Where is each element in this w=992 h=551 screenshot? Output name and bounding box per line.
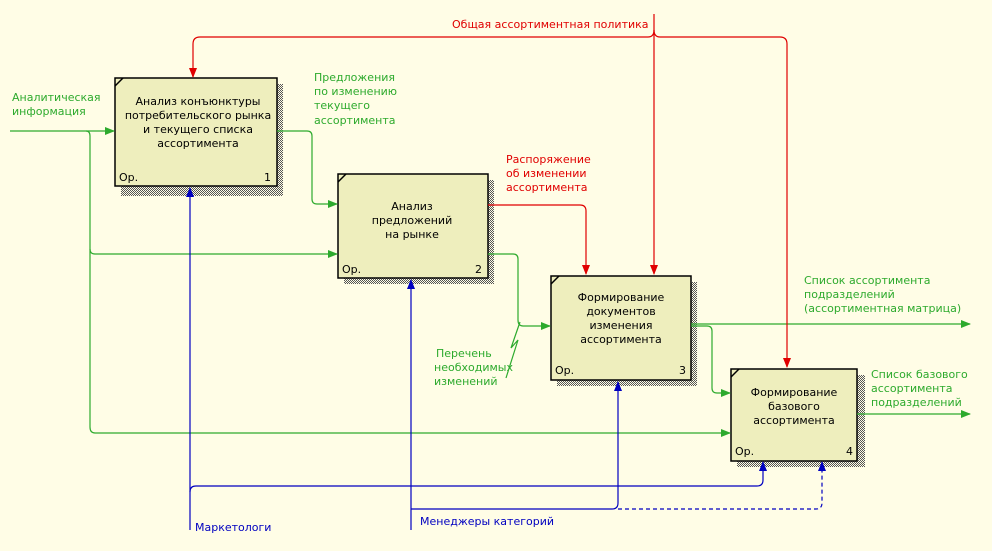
label-analytic-info-line: информация [12,105,86,118]
box-3-title-line: изменения [590,319,653,332]
box-1-number: 1 [264,171,271,184]
label-order-line: Распоряжение [506,153,591,166]
label-list-needed-line: изменений [434,375,498,388]
box-1-title-line: и текущего списка [143,123,253,136]
box-3-title-line: ассортимента [580,333,662,346]
arrow-analytic-info-to-box4[interactable] [89,249,731,437]
arrow-box2-to-box3[interactable] [488,253,551,330]
box-3-title-line: документов [586,305,655,318]
activity-box-2[interactable]: Анализ предложений на рынке Ор. 2 [337,173,494,284]
box-3-title-line: Формирование [578,291,665,304]
arrow-box3-to-box4[interactable] [691,325,731,397]
label-list-base-line: Список базового [871,368,968,381]
arrow-managers-to-box3[interactable] [411,381,622,510]
box-2-title-line: Анализ [391,200,433,213]
label-proposals-line: по изменению [314,85,397,98]
box-1-title-line: ассортимента [157,137,239,150]
box-4-number: 4 [846,445,853,458]
label-managers: Менеджеры категорий [420,515,554,528]
box-1-title-line: потребительского рынка [125,109,271,122]
box-2-op: Ор. [342,263,361,276]
label-list-needed-line: Перечень [436,347,492,360]
label-list-unit-line: Список ассортимента [804,274,930,287]
box-1-op: Ор. [119,171,138,184]
label-list-base-line: подразделений [871,396,962,409]
label-list-base-line: ассортимента [871,382,953,395]
box-2-number: 2 [475,263,482,276]
box-3-op: Ор. [555,364,574,377]
label-list-unit-line: подразделений [804,288,895,301]
activity-box-4[interactable]: Формирование базового ассортимента Ор. 4 [730,368,865,467]
label-proposals-line: ассортимента [314,114,396,127]
box-2-title-line: предложений [372,214,452,227]
box-1-title-line: Анализ конъюнктуры [135,95,260,108]
squiggle-list-needed [505,321,521,379]
label-order-line: об изменении [506,167,587,180]
arrow-managers-to-box4[interactable] [618,461,826,510]
arrow-marketers-to-box4[interactable] [189,461,767,493]
label-list-unit-line: (ассортиментная матрица) [804,302,961,315]
label-marketers: Маркетологи [195,521,271,534]
arrow-policy-to-box4[interactable] [653,29,791,368]
arrow-order[interactable] [488,204,590,275]
box-4-title-line: Формирование [751,386,838,399]
box-4-op: Ор. [735,445,754,458]
arrow-policy-to-box1[interactable] [189,29,655,78]
label-order-line: ассортимента [506,181,588,194]
box-2-title-line: на рынке [385,228,439,241]
label-general-policy: Общая ассортиментная политика [452,18,649,31]
box-3-number: 3 [679,364,686,377]
arrow-proposals[interactable] [277,130,338,208]
label-analytic-info-line: Аналитическая [12,91,101,104]
activity-box-3[interactable]: Формирование документов изменения ассорт… [550,275,697,386]
box-4-title-line: ассортимента [753,414,835,427]
label-list-needed-line: необходимых [434,361,513,374]
box-4-title-line: базового [768,400,820,413]
label-proposals-line: Предложения [314,71,395,84]
label-proposals-line: текущего [314,99,370,112]
activity-box-1[interactable]: Анализ конъюнктуры потребительского рынк… [114,77,283,196]
